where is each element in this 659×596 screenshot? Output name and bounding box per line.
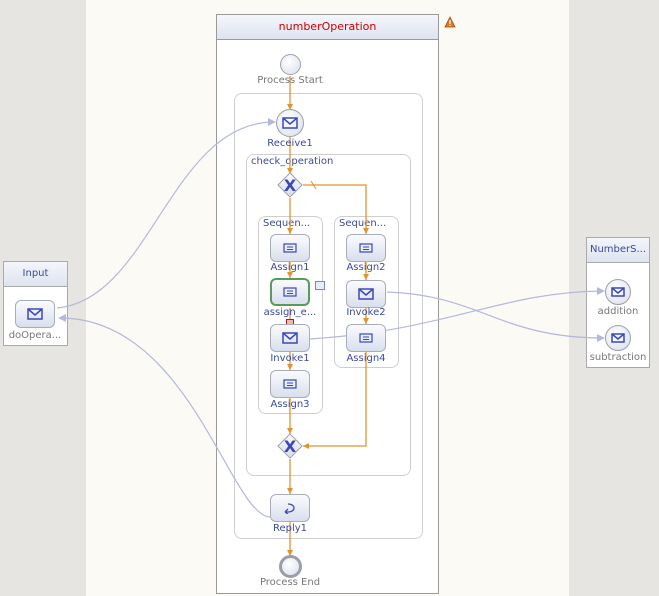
assign-icon — [283, 287, 297, 297]
assign4[interactable] — [346, 324, 386, 352]
assign1-label: Assign1 — [270, 262, 310, 273]
envelope-icon — [358, 288, 374, 300]
documentation-icon[interactable] — [315, 281, 325, 290]
assign-icon — [359, 243, 373, 253]
operation-addition[interactable] — [605, 279, 631, 305]
process-end-label: Process End — [259, 577, 321, 588]
assign-e-label: assign_e... — [263, 307, 317, 318]
assign2-label: Assign2 — [346, 262, 386, 273]
process-start[interactable] — [280, 54, 301, 75]
sequence-2-label: Sequen... — [339, 218, 387, 229]
partner-numberservice-title: NumberS... — [587, 238, 649, 263]
envelope-icon — [611, 333, 625, 343]
reply-arrow-icon — [284, 503, 295, 514]
process-title[interactable]: numberOperation — [217, 15, 438, 40]
assign-icon — [283, 379, 297, 389]
invoke1[interactable] — [270, 324, 310, 352]
operation-doOperation[interactable] — [15, 300, 55, 328]
assign3[interactable] — [270, 370, 310, 398]
reply1-label: Reply1 — [272, 523, 308, 534]
assign4-label: Assign4 — [346, 353, 386, 364]
warning-triangle-icon[interactable] — [444, 16, 456, 28]
process-start-label: Process Start — [257, 75, 323, 86]
assign-icon — [359, 333, 373, 343]
partner-input-title: Input — [4, 262, 67, 287]
invoke2[interactable] — [346, 280, 386, 308]
x-gateway-icon: X — [283, 175, 297, 195]
receive1[interactable] — [276, 109, 304, 137]
reply1[interactable] — [270, 494, 310, 522]
operation-addition-label: addition — [597, 306, 639, 317]
envelope-icon — [27, 308, 43, 320]
if-check-operation-label: check_operation — [251, 156, 334, 167]
envelope-icon — [611, 287, 625, 297]
assign-icon — [283, 243, 297, 253]
operation-subtraction[interactable] — [605, 325, 631, 351]
receive1-label: Receive1 — [267, 138, 313, 149]
assign1[interactable] — [270, 234, 310, 262]
invoke2-label: Invoke2 — [346, 307, 386, 318]
envelope-icon — [282, 332, 298, 344]
assign3-label: Assign3 — [270, 399, 310, 410]
process-end[interactable] — [279, 555, 302, 578]
assign2[interactable] — [346, 234, 386, 262]
assign-e[interactable] — [270, 278, 310, 306]
operation-subtraction-label: subtraction — [589, 352, 647, 363]
sequence-1-label: Sequen... — [263, 218, 311, 229]
x-gateway-icon: X — [283, 436, 297, 456]
invoke1-label: Invoke1 — [270, 353, 310, 364]
operation-doOperation-label: doOpera... — [8, 330, 62, 341]
envelope-icon — [282, 117, 298, 129]
